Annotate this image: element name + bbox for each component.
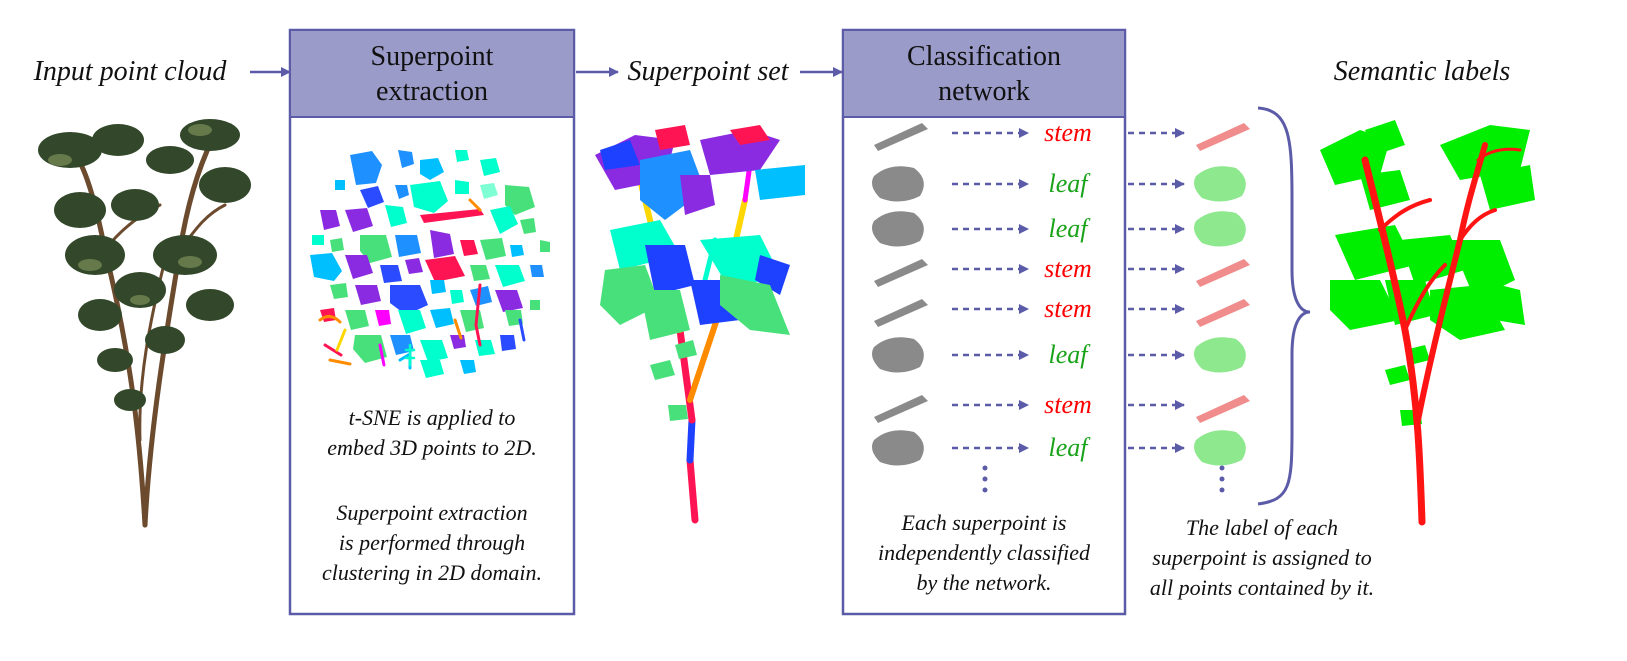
classification-row: leaf (872, 337, 1092, 373)
labeled-superpoint (1196, 123, 1250, 151)
superpoint-thumbnail (874, 395, 928, 423)
assign-note-line1: The label of each (1186, 515, 1338, 540)
labeled-superpoint (1194, 337, 1246, 373)
labeled-superpoint (1194, 211, 1246, 247)
extraction-note1-line1: t-SNE is applied to (349, 405, 516, 430)
class-label: stem (1044, 390, 1092, 419)
extraction-title-line1: Superpoint (371, 41, 494, 72)
semantic-plant-image (1320, 120, 1535, 526)
class-label: stem (1044, 118, 1092, 147)
grouping-brace (1257, 106, 1311, 506)
semantic-labels-label: Semantic labels (1334, 56, 1511, 87)
classification-row: stem (874, 390, 1092, 423)
extraction-note2-line2: is performed through (339, 530, 525, 555)
classification-title-line1: Classification (907, 41, 1061, 72)
labeled-superpoint (1196, 299, 1250, 327)
superpoint-thumbnail (874, 123, 928, 151)
result-ellipsis (1219, 465, 1225, 493)
extraction-header (291, 31, 573, 117)
labeled-superpoint (1194, 166, 1246, 202)
classification-row: stem (874, 294, 1092, 327)
input-plant-image (38, 119, 251, 528)
assigned-row (1128, 123, 1250, 151)
assigned-row (1128, 259, 1250, 287)
classification-box: Classification network stemleafleafstems… (841, 28, 1127, 616)
classification-note-line3: by the network. (916, 570, 1051, 595)
assigned-row (1128, 395, 1250, 423)
superpoint-thumbnail (872, 430, 924, 466)
superpoint-set-image (595, 125, 805, 524)
classification-row: leaf (872, 430, 1092, 466)
extraction-box: Superpoint extraction (288, 28, 576, 616)
labeled-superpoint (1196, 259, 1250, 287)
class-label: stem (1044, 254, 1092, 283)
class-label: stem (1044, 294, 1092, 323)
labeled-superpoint (1194, 430, 1246, 466)
classification-row: leaf (872, 166, 1092, 202)
assigned-row (1128, 430, 1246, 466)
superpoint-thumbnail (872, 211, 924, 247)
class-label: leaf (1049, 214, 1092, 243)
input-label: Input point cloud (33, 56, 228, 87)
classification-rows: stem leaf leaf stem stem leaf stem leaf (872, 118, 1092, 466)
classification-note-line2: independently classified (878, 540, 1091, 565)
classification-row: stem (874, 118, 1092, 151)
classification-header (844, 31, 1124, 117)
classification-row: leaf (872, 211, 1092, 247)
assigned-superpoints (1128, 123, 1250, 466)
extraction-note2-line1: Superpoint extraction (336, 500, 527, 525)
superpoint-set-label: Superpoint set (628, 56, 790, 87)
extraction-note1-line2: embed 3D points to 2D. (327, 435, 537, 460)
class-label: leaf (1049, 433, 1092, 462)
superpoint-thumbnail (872, 166, 924, 202)
assigned-row (1128, 299, 1250, 327)
assigned-row (1128, 337, 1246, 373)
class-label: leaf (1049, 340, 1092, 369)
classification-row: stem (874, 254, 1092, 287)
classification-title-line2: network (938, 76, 1030, 107)
class-label: leaf (1049, 169, 1092, 198)
extraction-note2-line3: clustering in 2D domain. (322, 560, 542, 585)
labeled-superpoint (1196, 395, 1250, 423)
superpoint-thumbnail (872, 337, 924, 373)
extraction-title-line2: extraction (376, 76, 488, 107)
superpoint-thumbnail (874, 299, 928, 327)
assigned-row (1128, 166, 1246, 202)
tsne-embedding-image (310, 150, 550, 378)
classification-ellipsis (982, 465, 988, 493)
assign-note-line3: all points contained by it. (1150, 575, 1374, 600)
assigned-row (1128, 211, 1246, 247)
superpoint-thumbnail (874, 259, 928, 287)
classification-note-line1: Each superpoint is (901, 510, 1067, 535)
assign-note-line2: superpoint is assigned to (1152, 545, 1371, 570)
